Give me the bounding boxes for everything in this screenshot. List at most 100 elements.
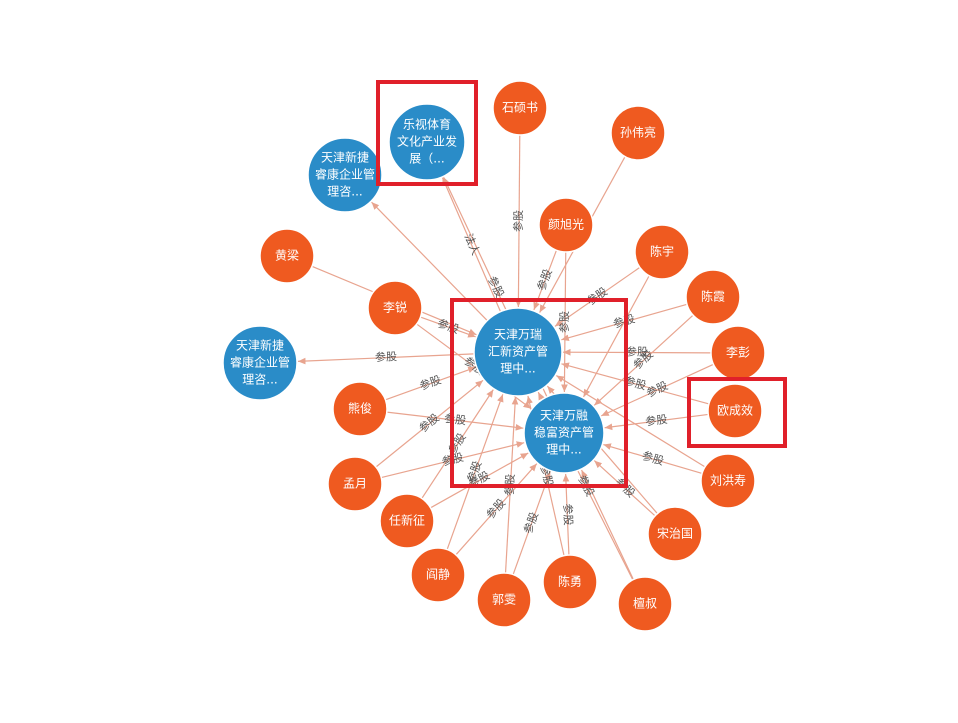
edge-xiongjun-wanrui [385, 366, 476, 401]
edge-wanrui-leshi [441, 177, 502, 312]
edge-label-chenyu-wanrui: 参股 [584, 284, 610, 308]
node-renxinzheng[interactable]: 任新征 [379, 493, 435, 549]
node-circle-xinjie1[interactable] [307, 137, 383, 213]
node-label-lipeng: 李彭 [726, 345, 750, 360]
highlight-layer [376, 80, 787, 488]
node-circle-wanrong[interactable] [523, 392, 605, 474]
edge-chenxia-wanrong [593, 314, 694, 406]
node-guowen[interactable]: 郭雯 [476, 572, 532, 628]
edge-chenyu-wanrong [582, 275, 650, 398]
node-label-wanrui: 汇新资产管 [488, 344, 548, 359]
edge-label-lipeng-wanrong: 参股 [644, 378, 670, 400]
edge-chenyu-wanrui [554, 266, 641, 327]
node-circle-songzhiguo[interactable] [647, 506, 703, 562]
node-yanxuguang[interactable]: 颜旭光 [538, 197, 594, 253]
node-circle-liuhongshou[interactable] [700, 453, 756, 509]
node-chenyong[interactable]: 陈勇 [542, 554, 598, 610]
node-circle-yanxuguang[interactable] [538, 197, 594, 253]
node-circle-xiongjun[interactable] [332, 381, 388, 437]
node-ouchengxiao[interactable]: 欧成效 [707, 383, 763, 439]
edge-label-ouchengxiao-wanrong: 参股 [645, 412, 669, 429]
edge-label-lirui-wanrui: 参股 [436, 316, 461, 337]
node-wanrui[interactable]: 天津万瑞汇新资产管理中... [473, 307, 563, 397]
highlight-box-center [450, 298, 628, 488]
node-lirui[interactable]: 李锐 [367, 280, 423, 336]
node-yanjing[interactable]: 阎静 [410, 547, 466, 603]
node-lipeng[interactable]: 李彭 [710, 325, 766, 381]
edge-liuhongshou-wanrui [556, 375, 706, 468]
edge-mengyue-wanrui [375, 379, 484, 468]
node-label-xinjie1: 睿康企业管 [315, 167, 375, 182]
node-circle-leshi[interactable] [388, 103, 466, 181]
node-jishu[interactable]: 檀叔 [617, 576, 673, 632]
node-label-renxinzheng: 任新征 [389, 513, 425, 528]
node-circle-chenyu[interactable] [634, 224, 690, 280]
node-circle-xinjie2[interactable] [222, 325, 298, 401]
node-circle-sunweiliang[interactable] [610, 105, 666, 161]
node-label-sunweiliang: 孙伟亮 [620, 125, 656, 140]
node-label-xiongjun: 熊俊 [348, 401, 372, 416]
edge-label-chenxia-wanrui: 参股 [611, 311, 636, 330]
node-label-xinjie1: 天津新捷 [321, 150, 369, 165]
node-circle-renxinzheng[interactable] [379, 493, 435, 549]
node-label-leshi: 文化产业发 [397, 134, 457, 149]
node-label-xinjie2: 理咨... [242, 372, 277, 387]
edge-jishu-wanrong [581, 469, 634, 580]
node-circle-huangliang[interactable] [259, 228, 315, 284]
node-leshi[interactable]: 乐视体育文化产业发展（... [388, 103, 466, 181]
edge-label-chenyong-wanrong: 参股 [561, 503, 576, 526]
node-circle-wanrui[interactable] [473, 307, 563, 397]
edge-label-shishuoshu-wanrui: 参股 [511, 210, 525, 232]
node-label-huangliang: 黄梁 [275, 248, 299, 263]
node-wanrong[interactable]: 天津万融稳富资产管理中... [523, 392, 605, 474]
node-label-chenyu: 陈宇 [650, 244, 674, 259]
node-xinjie2[interactable]: 天津新捷睿康企业管理咨... [222, 325, 298, 401]
edge-label-wanrui-xinjie2: 参股 [375, 349, 398, 364]
edge-label-wanrong-leshi: 参股 [485, 274, 507, 300]
node-chenxia[interactable]: 陈霞 [685, 269, 741, 325]
node-label-shishuoshu: 石硕书 [502, 101, 538, 115]
node-circle-chenyong[interactable] [542, 554, 598, 610]
edge-label-liuhongshou-wanrong: 参股 [640, 448, 665, 468]
node-circle-mengyue[interactable] [327, 456, 383, 512]
node-label-wanrong: 稳富资产管 [534, 425, 594, 440]
node-liuhongshou[interactable]: 刘洪寿 [700, 453, 756, 509]
node-label-wanrong: 天津万融 [540, 409, 588, 423]
node-songzhiguo[interactable]: 宋治国 [647, 506, 703, 562]
node-label-lirui: 李锐 [383, 300, 407, 315]
edge-wanrui-xinjie2 [297, 353, 475, 365]
node-chenyu[interactable]: 陈宇 [634, 224, 690, 280]
edge-shishuoshu-wanrui [515, 134, 522, 308]
edge-label-xiongjun-wanrong: 参股 [443, 411, 466, 427]
node-label-leshi: 展（... [409, 152, 444, 166]
edge-label-yanxuguang-wanrong: 参股 [557, 311, 571, 333]
node-label-liuhongshou: 刘洪寿 [710, 474, 746, 488]
edge-ouchengxiao-wanrui [561, 362, 710, 405]
node-xinjie1[interactable]: 天津新捷睿康企业管理咨... [307, 137, 383, 213]
node-circle-chenxia[interactable] [685, 269, 741, 325]
node-label-xinjie2: 天津新捷 [236, 338, 284, 353]
node-circle-ouchengxiao[interactable] [707, 383, 763, 439]
node-xiongjun[interactable]: 熊俊 [332, 381, 388, 437]
node-label-chenyong: 陈勇 [558, 574, 582, 589]
node-label-xinjie2: 睿康企业管 [230, 355, 290, 370]
node-circle-lirui[interactable] [367, 280, 423, 336]
node-circle-shishuoshu[interactable] [492, 80, 548, 136]
node-shishuoshu[interactable]: 石硕书 [492, 80, 548, 136]
highlight-box-leshi [376, 80, 478, 186]
edge-yanjing-wanrui [446, 394, 504, 550]
node-label-xinjie1: 理咨... [327, 184, 362, 199]
node-circle-guowen[interactable] [476, 572, 532, 628]
edge-label-yanxuguang-wanrui: 参股 [534, 267, 555, 293]
edge-label-ouchengxiao-wanrui: 参股 [623, 373, 648, 392]
node-circle-jishu[interactable] [617, 576, 673, 632]
edge-label-xiongjun-wanrui: 参股 [417, 372, 442, 393]
edge-label-guowen-wanrong: 参股 [520, 510, 541, 535]
edge-label-lipeng-wanrui: 参股 [626, 344, 648, 358]
node-mengyue[interactable]: 孟月 [327, 456, 383, 512]
node-sunweiliang[interactable]: 孙伟亮 [610, 105, 666, 161]
node-circle-yanjing[interactable] [410, 547, 466, 603]
edge-lirui-wanrui [420, 316, 476, 338]
node-huangliang[interactable]: 黄梁 [259, 228, 315, 284]
edge-renxinzheng-wanrui [421, 389, 494, 499]
